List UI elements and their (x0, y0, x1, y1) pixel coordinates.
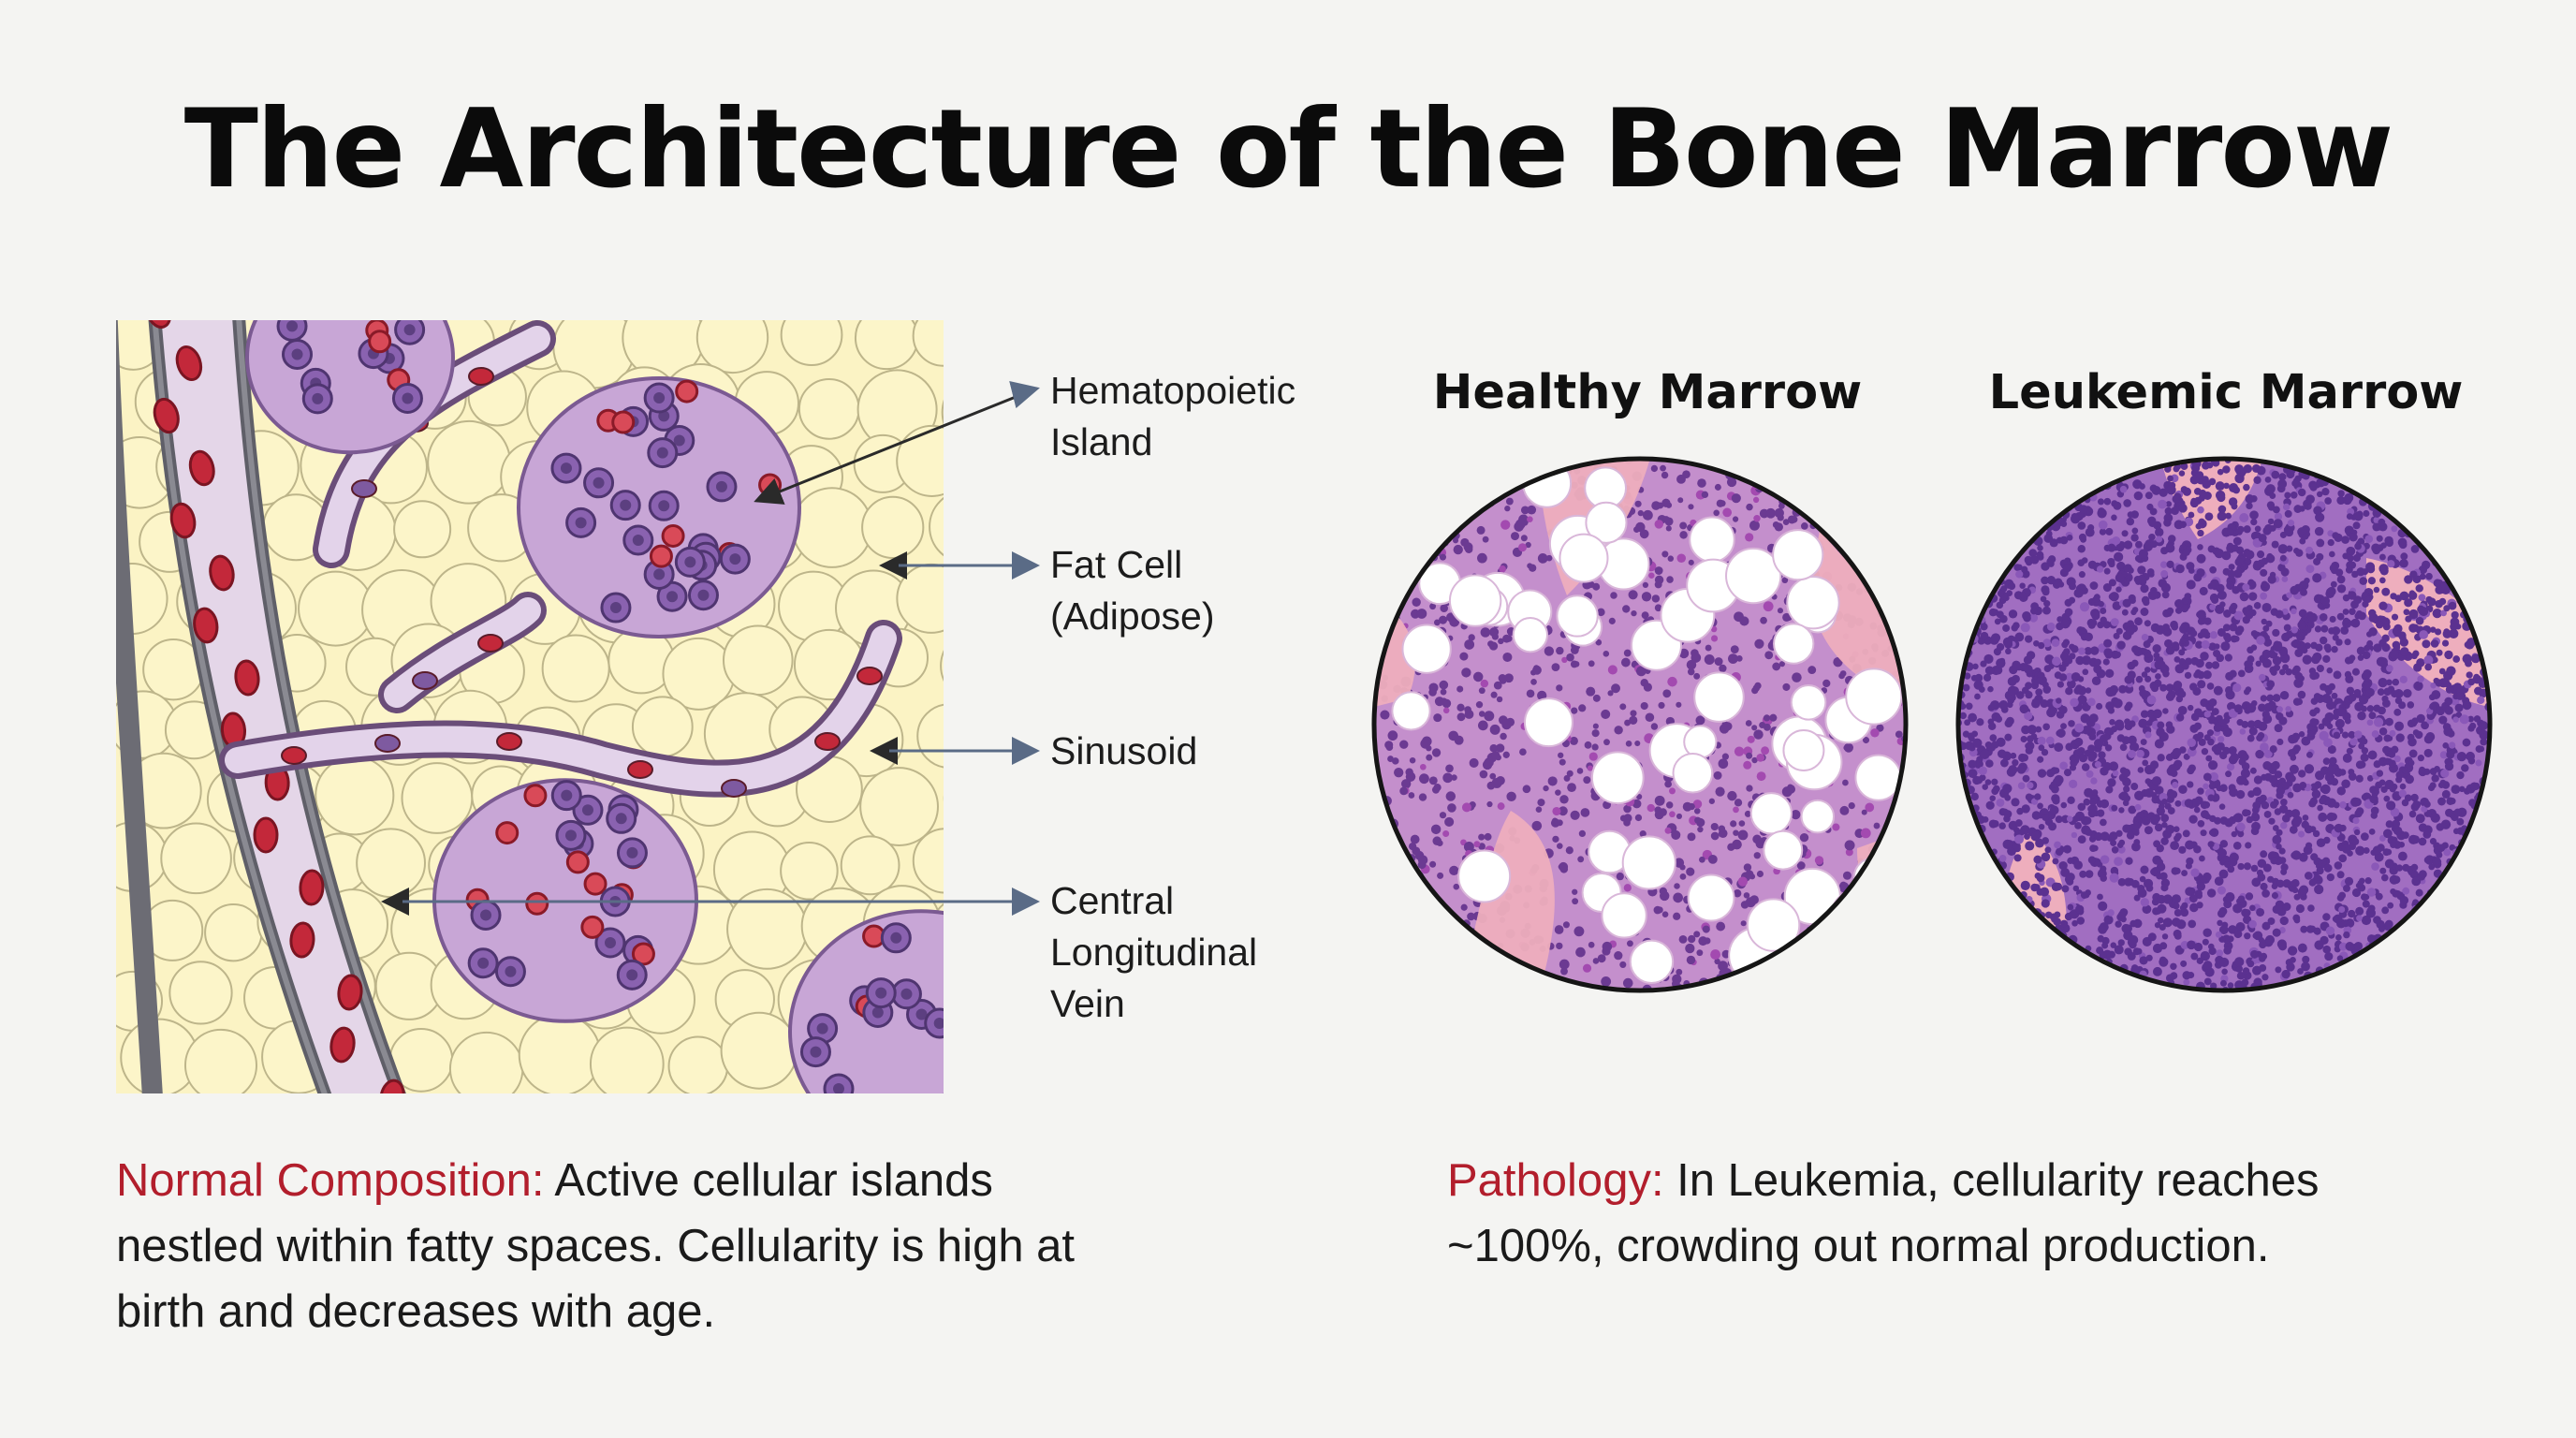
label-line: Sinusoid (1050, 729, 1198, 772)
label-line: Central (1050, 879, 1175, 922)
hematopoietic-islands (245, 320, 944, 1093)
caption-lead: Normal Composition: (116, 1155, 545, 1206)
caption-body: In Leukemia, cellularity reaches ~100%, … (1447, 1155, 2320, 1271)
caption-lead: Pathology: (1447, 1155, 1664, 1206)
healthy-marrow-title: Healthy Marrow (1432, 365, 1863, 420)
normal-composition-caption: Normal Composition: Active cellular isla… (116, 1148, 1146, 1344)
label-line: (Adipose) (1050, 594, 1215, 638)
healthy-marrow-micrograph (1371, 456, 1909, 993)
leukemic-marrow-title: Leukemic Marrow (1988, 365, 2464, 420)
label-central-vein: Central Longitudinal Vein (1050, 875, 1257, 1030)
label-hematopoietic-island: Hematopoietic Island (1050, 365, 1295, 468)
central-longitudinal-vein (116, 320, 406, 1093)
label-line: Island (1050, 420, 1153, 463)
marrow-schematic (116, 320, 944, 1093)
leukemic-marrow-micrograph (1955, 456, 2493, 993)
label-fat-cell: Fat Cell (Adipose) (1050, 539, 1214, 642)
label-line: Vein (1050, 982, 1125, 1025)
caption-body: Active cellular islands nestled within f… (116, 1155, 1076, 1337)
page-title: The Architecture of the Bone Marrow (183, 86, 2393, 213)
label-line: Fat Cell (1050, 543, 1183, 586)
label-line: Hematopoietic (1050, 369, 1296, 412)
label-sinusoid: Sinusoid (1050, 726, 1197, 777)
label-line: Longitudinal (1050, 931, 1258, 974)
pathology-caption: Pathology: In Leukemia, cellularity reac… (1447, 1148, 2458, 1279)
